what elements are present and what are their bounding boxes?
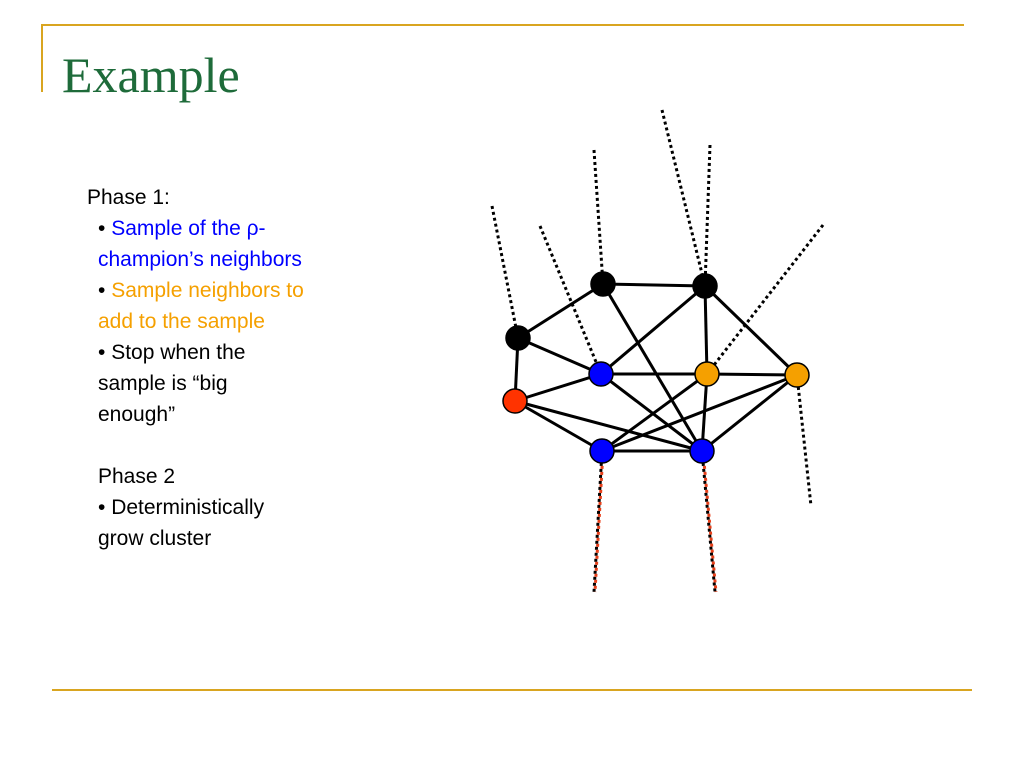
external-edge xyxy=(795,374,813,507)
edge xyxy=(602,282,706,288)
nodes xyxy=(502,271,810,464)
bullet-1-line2: champion’s neighbors xyxy=(98,248,302,271)
node-blue xyxy=(588,361,614,387)
node-blue xyxy=(689,438,715,464)
edge xyxy=(701,373,798,453)
node-black xyxy=(692,273,718,299)
edge xyxy=(514,399,703,453)
edge xyxy=(600,284,706,376)
external-edge-red xyxy=(593,450,605,593)
edge xyxy=(601,372,708,453)
frame-vertical-rule xyxy=(41,24,43,92)
frame-top-rule xyxy=(41,24,964,26)
external-edge-red xyxy=(701,450,718,593)
slide-title: Example xyxy=(62,47,240,103)
edge xyxy=(601,283,704,452)
edge xyxy=(703,284,799,377)
phase2-heading: Phase 2 xyxy=(98,465,176,488)
edge xyxy=(517,282,604,340)
bullet-dot: • xyxy=(98,496,106,519)
bullet-dot: • xyxy=(98,217,106,240)
edge xyxy=(703,285,709,375)
phase1-bullet-3: • Stop when the sample is “big enough” xyxy=(87,337,367,430)
bullet-2-line2: add to the sample xyxy=(98,310,265,333)
phase1-bullet-1: • Sample of the ρ- champion’s neighbors xyxy=(87,213,367,275)
phase2-bullet-1-line2: grow cluster xyxy=(98,527,212,550)
bullet-dot: • xyxy=(98,341,106,364)
internal-edges xyxy=(513,282,799,453)
edge xyxy=(601,373,798,453)
external-edge xyxy=(592,149,605,285)
node-black xyxy=(590,271,616,297)
external-edge xyxy=(703,144,712,287)
bullet-2-line1: Sample neighbors to xyxy=(111,279,304,302)
external-edge xyxy=(538,225,603,375)
node-orange xyxy=(784,362,810,388)
external-edge xyxy=(490,205,520,339)
bullet-1-line1: Sample of the ρ- xyxy=(111,217,266,240)
external-edge xyxy=(705,224,825,375)
bullet-3-line2: sample is “big xyxy=(98,372,228,395)
external-edges xyxy=(490,109,825,507)
node-orange xyxy=(694,361,720,387)
edge xyxy=(706,372,798,377)
edge xyxy=(600,372,703,453)
edge xyxy=(514,372,602,403)
phase1-heading: Phase 1: xyxy=(87,186,170,209)
node-black xyxy=(505,325,531,351)
bullet-3-line3: enough” xyxy=(98,403,176,426)
phase2-bullet-1: • Deterministically grow cluster xyxy=(87,492,367,554)
node-red-champion xyxy=(502,388,528,414)
edge xyxy=(517,336,602,376)
node-blue xyxy=(589,438,615,464)
external-edges-red xyxy=(592,450,718,593)
edge xyxy=(514,399,603,453)
phase2-bullet-1-line1: Deterministically xyxy=(111,496,265,519)
phase1-bullet-2: • Sample neighbors to add to the sample xyxy=(87,275,367,337)
bullet-dot: • xyxy=(98,279,106,302)
bullet-3-line1: Stop when the xyxy=(111,341,246,364)
external-edge xyxy=(660,109,707,287)
frame-bottom-rule xyxy=(52,689,972,691)
slide-body: Phase 1: • Sample of the ρ- champion’s n… xyxy=(87,182,367,554)
